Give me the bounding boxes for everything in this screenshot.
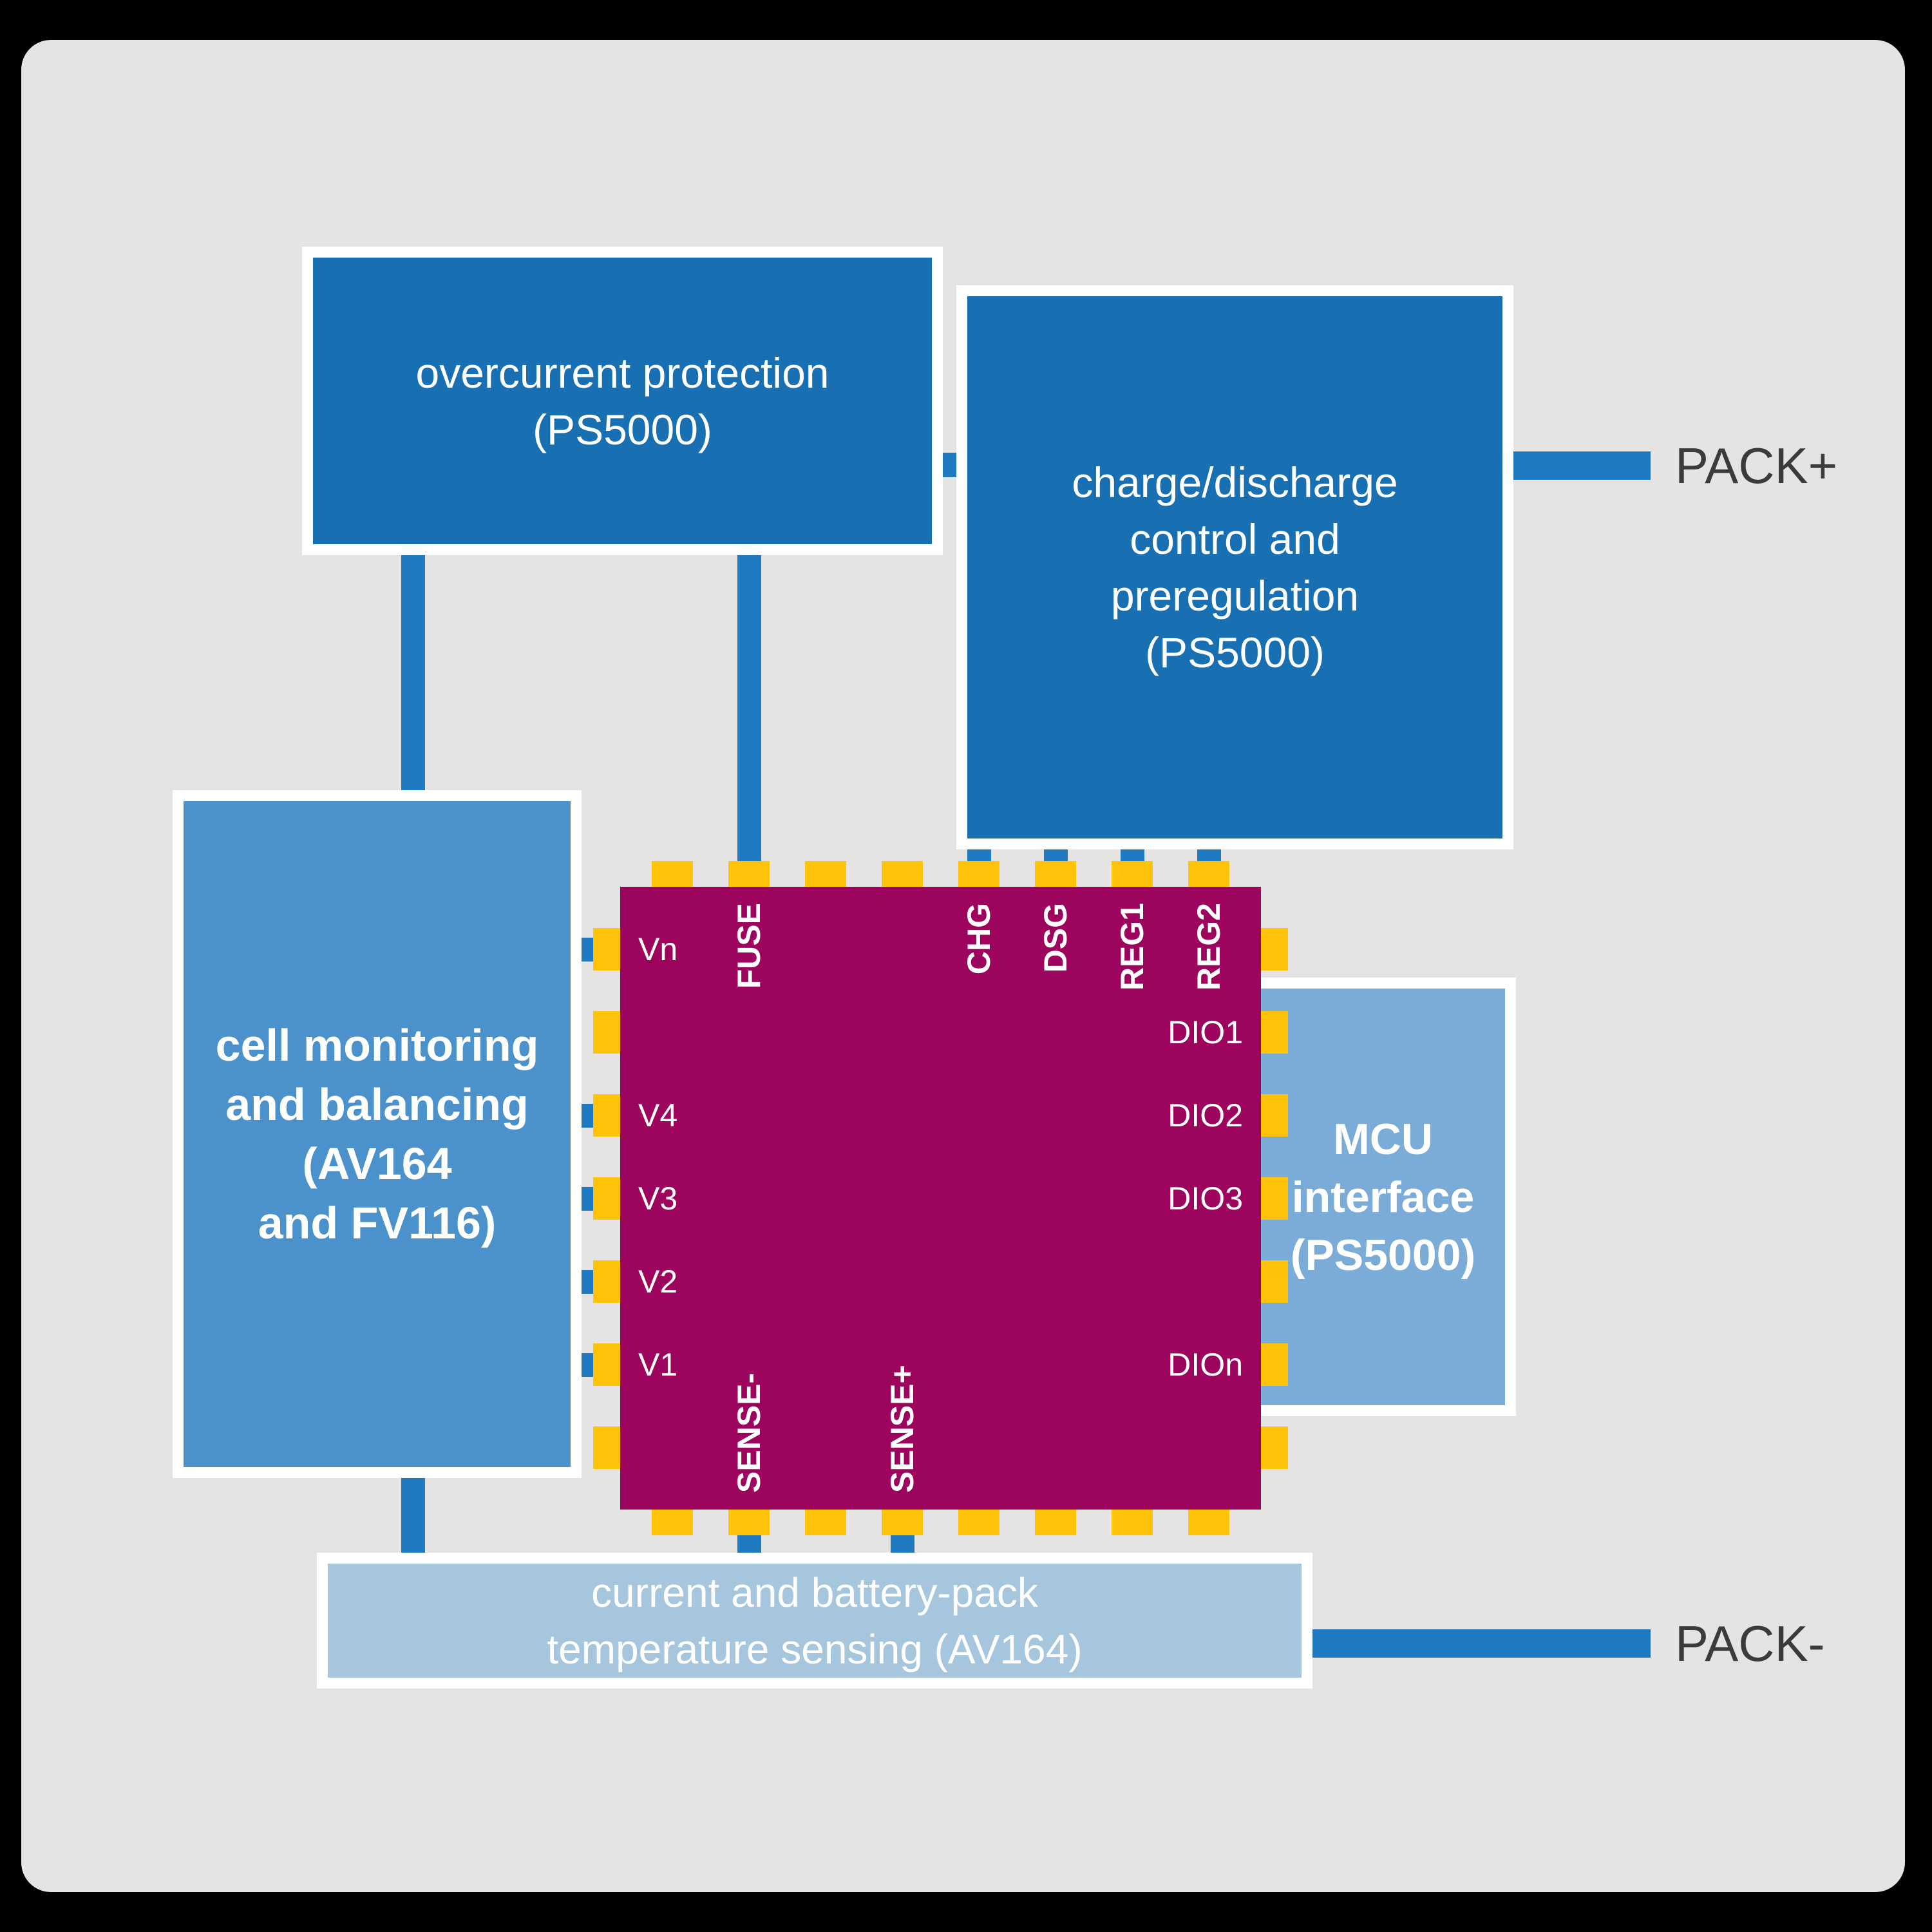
chip-pad [958,1510,999,1535]
block-cell-label: cell monitoring and balancing (AV164 and… [215,1020,539,1248]
chip-pad-dio3 [1261,1177,1288,1220]
chip-pad [1261,1260,1288,1303]
pin-label-dio3: DIO3 [1168,1180,1243,1217]
chip-pad-sense-minus [728,1510,770,1535]
chip-pad-chg [958,861,999,887]
pin-label-dio2: DIO2 [1168,1097,1243,1133]
chip-pad-fuse [728,861,770,887]
chip-pad-reg1 [1112,861,1153,887]
chip-pad [652,1510,693,1535]
pin-label-v3: V3 [638,1180,678,1217]
pin-label-v4: V4 [638,1097,678,1133]
pin-label-reg1: REG1 [1114,903,1150,991]
chip-pad [1188,1510,1229,1535]
pin-label-v2: V2 [638,1264,678,1300]
chip-pad [805,1510,846,1535]
chip-pad-reg2 [1188,861,1229,887]
block-temp-label: current and battery-pack temperature sen… [547,1569,1083,1672]
chip-pad-dsg [1035,861,1076,887]
block-cell-monitoring: cell monitoring and balancing (AV164 and… [173,790,582,1478]
block-charge-discharge-control: charge/discharge control and preregulati… [956,285,1513,849]
chip-pad-v2 [593,1260,620,1303]
pin-label-dion: DIOn [1168,1347,1243,1383]
block-mcu-interface: MCU interface (PS5000) [1250,978,1516,1416]
chip-pad [882,861,923,887]
wire-cell-to-temp [401,1473,425,1562]
chip-pad [1261,1426,1288,1469]
chip-pad-v1 [593,1343,620,1386]
chip-pad-dio2 [1261,1094,1288,1137]
block-mcu-label: MCU interface (PS5000) [1290,1114,1476,1280]
chip-pad-sense-plus [882,1510,923,1535]
pin-label-reg2: REG2 [1191,903,1227,991]
chip-pad-v3 [593,1177,620,1220]
chip-pad [1035,1510,1076,1535]
pin-label-v1: V1 [638,1347,678,1383]
block-overcurrent-label: overcurrent protection (PS5000) [415,348,829,453]
chip-pad [805,861,846,887]
pin-label-chg: CHG [961,903,997,975]
chip-pad-vn [593,928,620,971]
battery-management-ic [620,887,1261,1510]
pin-label-sense-plus: SENSE+ [884,1365,920,1493]
pin-label-sense-minus: SENSE- [731,1372,767,1493]
block-temperature-sensing: current and battery-pack temperature sen… [317,1553,1312,1689]
wire-fuse [737,550,761,866]
pack-plus-label: PACK+ [1675,437,1838,494]
chip-pad-dio1 [1261,1011,1288,1054]
chip-pad-dion [1261,1343,1288,1386]
chip-pad [1112,1510,1153,1535]
pack-minus-label: PACK- [1675,1615,1825,1672]
pin-label-vn: Vn [638,931,678,967]
wire-pack-plus [1508,451,1651,480]
chip-pad [593,1426,620,1469]
diagram-canvas: overcurrent protection (PS5000) charge/d… [21,40,1905,1892]
chip-pad [593,1011,620,1054]
pin-label-dio1: DIO1 [1168,1014,1243,1050]
chip-pad [1261,928,1288,971]
wire-overcurrent-to-cell [401,552,425,798]
chip-pad-v4 [593,1094,620,1137]
chip-pad [652,861,693,887]
pin-label-dsg: DSG [1037,903,1074,973]
pin-label-fuse: FUSE [731,903,767,989]
block-charge-label: charge/discharge control and preregulati… [1072,459,1398,676]
block-overcurrent-protection: overcurrent protection (PS5000) [302,247,943,555]
wire-pack-minus [1307,1629,1651,1658]
